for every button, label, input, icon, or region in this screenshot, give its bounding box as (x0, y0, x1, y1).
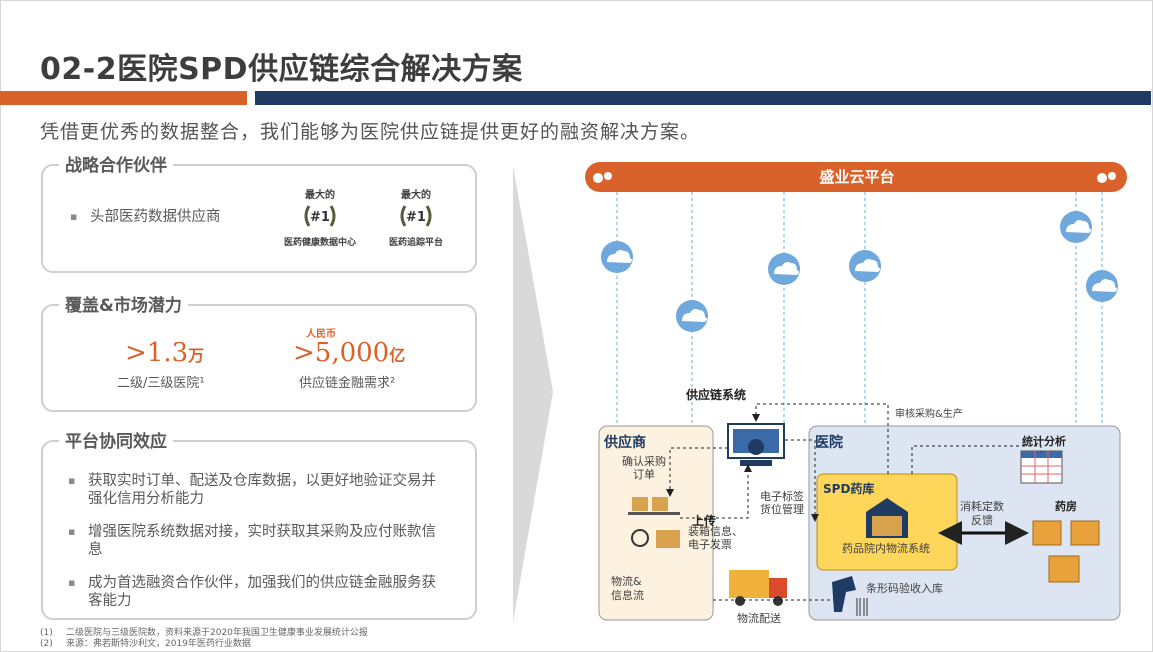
e-label-arrow (785, 439, 819, 522)
footnote-text: 来源：弗若斯特沙利文，2019年医药行业数据 (66, 639, 251, 649)
upload-detail-label: 装箱信息、 电子发票 (688, 525, 743, 551)
gear-icon (593, 172, 612, 183)
market-size-unit: 亿 (389, 346, 406, 365)
synergy-bullet: 获取实时订单、配送及仓库数据，以更好地验证交易并强化信用分析能力 (68, 472, 448, 508)
market-size-value: >5,000 (293, 338, 390, 368)
pharmacy-label: 药房 (1055, 500, 1077, 513)
supplier-box (598, 425, 714, 621)
synergy-bullet: 成为首选融资合作伙伴，加强我们的供应链金融服务获客能力 (68, 574, 448, 610)
partners-bullet: 头部医药数据供应商 (70, 208, 220, 226)
barcode-label: 条形码验收入库 (866, 582, 943, 595)
delivery-label: 物流配送 (737, 612, 781, 625)
spd-label: SPD药库 (823, 482, 875, 496)
gear-icon (1097, 172, 1116, 183)
laurel-icon: #1 (265, 202, 375, 234)
logistics-label: 物流& 信息流 (611, 575, 644, 602)
market-size: >5,000亿 (293, 338, 405, 368)
award-tracking-platform: 最大的 #1 医药追踪平台 (361, 186, 471, 248)
pharmacy-boxes-icon (1032, 520, 1100, 583)
stats-label: 统计分析 (1022, 435, 1066, 448)
hospital-count: >1.3万 (125, 338, 204, 368)
cloud-icon (849, 250, 881, 282)
review-label: 审核采购&生产 (895, 409, 963, 420)
award-top: 最大的 (401, 190, 431, 201)
supplier-label: 供应商 (604, 435, 646, 451)
partners-card: 战略合作伙伴 头部医药数据供应商 最大的 #1 医药健康数据中心 最大的 #1 … (41, 151, 477, 273)
award-num: #1 (406, 210, 426, 225)
laurel-icon: #1 (361, 202, 471, 234)
coverage-card: 覆盖&市场潜力 >1.3万 二级/三级医院¹ 人民币 >5,000亿 供应链金融… (41, 291, 477, 412)
monitor-gear-icon (727, 423, 785, 466)
platform-title: 盛业云平台 (819, 168, 895, 186)
synergy-card: 平台协同效应 获取实时订单、配送及仓库数据，以更好地验证交易并强化信用分析能力 … (41, 427, 477, 620)
cloud-icon (676, 300, 708, 332)
upload-label: 上传 (692, 514, 717, 528)
cloud-icon (1060, 211, 1092, 243)
synergy-bullet: 增强医院系统数据对接，实时获取其采购及应付账款信息 (68, 523, 448, 559)
consume-feedback-label: 消耗定数 反馈 (960, 500, 1004, 527)
award-num: #1 (310, 210, 330, 225)
barcode-scanner-icon (832, 576, 868, 616)
page-title: 02-2医院SPD供应链综合解决方案 (40, 52, 523, 87)
award-bottom: 医药追踪平台 (388, 238, 443, 248)
upload-arrow (680, 464, 752, 519)
cloud-icon (1086, 270, 1118, 302)
award-data-center: 最大的 #1 医药健康数据中心 (265, 186, 375, 248)
confirm-order-arrow (666, 447, 728, 497)
boxes-icon (628, 497, 680, 548)
title-bar-orange (0, 91, 247, 105)
review-arrow (752, 403, 889, 474)
e-label-label: 电子标签 货位管理 (760, 490, 804, 516)
platform-bar (585, 162, 1127, 192)
hospital-count-note: 二级/三级医院¹ (117, 376, 205, 391)
footnote-num: (1) (40, 628, 53, 638)
coverage-heading: 覆盖&市场潜力 (59, 291, 188, 316)
synergy-heading: 平台协同效应 (59, 427, 173, 452)
footnote-text: 二级医院与三级医院数，资料来源于2020年我国卫生健康事业发展统计公报 (66, 628, 368, 638)
chevron-arrow (513, 166, 553, 622)
title-bar-blue (255, 91, 1151, 105)
award-top: 最大的 (305, 190, 335, 201)
currency-label: 人民币 (306, 329, 336, 340)
spd-system-label: 药品院内物流系统 (842, 542, 930, 555)
supply-chain-system-label: 供应链系统 (686, 388, 747, 402)
footnote: (2) 来源：弗若斯特沙利文，2019年医药行业数据 (40, 636, 251, 649)
truck-icon (729, 570, 787, 606)
award-bottom: 医药健康数据中心 (283, 238, 356, 248)
confirm-order-label: 确认采购 订单 (622, 455, 666, 481)
footnote-num: (2) (40, 639, 53, 649)
footnote: (1) 二级医院与三级医院数，资料来源于2020年我国卫生健康事业发展统计公报 (40, 625, 368, 638)
cloud-icon (768, 253, 800, 285)
hospital-count-unit: 万 (188, 346, 205, 365)
hospital-label: 医院 (815, 435, 843, 451)
cloud-icon (601, 241, 633, 273)
warehouse-icon (866, 498, 908, 538)
partners-heading: 战略合作伙伴 (59, 151, 173, 176)
spreadsheet-icon (1020, 450, 1063, 484)
stats-link (911, 445, 1042, 474)
hospital-count-value: >1.3 (125, 338, 189, 368)
page-subtitle: 凭借更优秀的数据整合，我们能够为医院供应链提供更好的融资解决方案。 (40, 121, 701, 143)
market-size-note: 供应链金融需求² (299, 376, 396, 391)
